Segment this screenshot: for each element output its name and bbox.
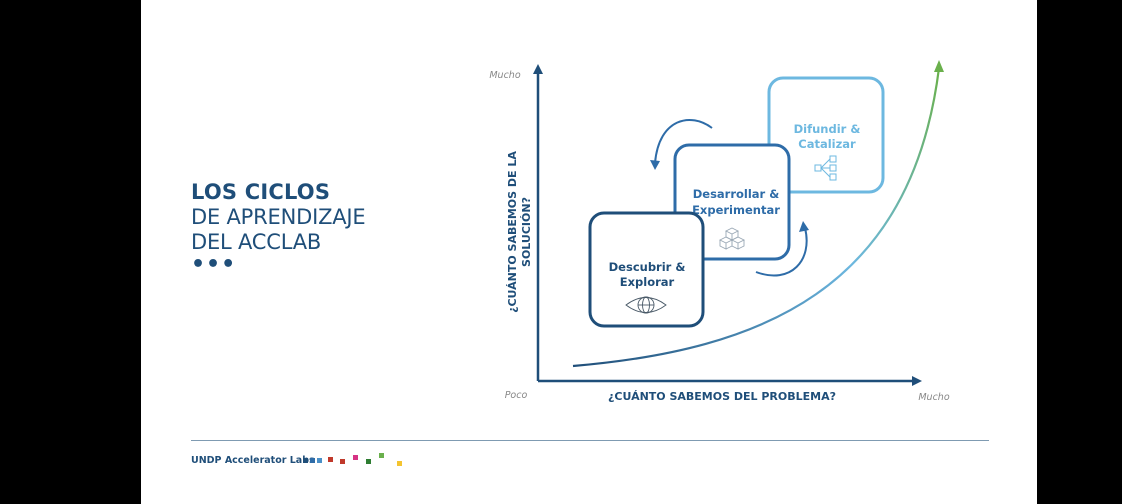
y-axis-title-line-2: SOLUCIÓN? bbox=[520, 197, 533, 267]
box-descubrir-explorar bbox=[588, 211, 705, 328]
eye-globe-icon bbox=[625, 296, 667, 314]
title-line-3: DEL ACCLAB bbox=[191, 230, 322, 254]
box-difundir-catalizar bbox=[767, 76, 885, 194]
origin-label: Poco bbox=[505, 390, 528, 401]
network-icon bbox=[814, 155, 837, 181]
footer-color-squares bbox=[303, 453, 402, 466]
box-descubrir-line-2: Explorar bbox=[620, 275, 675, 289]
x-axis-title: ¿CUÁNTO SABEMOS DEL PROBLEMA? bbox=[608, 390, 836, 403]
x-axis-arrowhead bbox=[912, 376, 922, 386]
y-axis-title-line-1: ¿CUÁNTO SABEMOS DE LA bbox=[506, 151, 519, 313]
box-desarrollar-line-1: Desarrollar & bbox=[693, 187, 780, 201]
slide: LOS CICLOS DE APRENDIZAJE DEL ACCLAB •••… bbox=[141, 0, 1037, 504]
cubes-icon bbox=[718, 227, 746, 250]
box-difundir-line-2: Catalizar bbox=[798, 137, 856, 151]
footer-brand: UNDP Accelerator Labs bbox=[191, 455, 315, 466]
y-axis-high-label: Mucho bbox=[489, 70, 520, 81]
y-axis-arrowhead bbox=[533, 64, 543, 74]
title-bold: LOS CICLOS bbox=[191, 180, 331, 204]
footer-label: UNDP Accelerator Labs bbox=[191, 455, 315, 466]
title-line-2: DE APRENDIZAJE bbox=[191, 205, 366, 229]
growth-curve bbox=[572, 67, 941, 368]
growth-curve-arrowhead bbox=[934, 60, 944, 72]
box-descubrir-line-1: Descubrir & bbox=[609, 260, 686, 274]
learning-cycles-diagram: Mucho Poco Mucho ¿CUÁNTO SABEMOS DEL PRO… bbox=[489, 60, 950, 403]
cycle-arrow-bottom bbox=[755, 227, 808, 277]
box-difundir-line-1: Difundir & bbox=[794, 122, 861, 136]
title-dots: ••• bbox=[191, 252, 237, 277]
cycle-arrow-top-head bbox=[650, 160, 660, 170]
footer-divider bbox=[191, 440, 989, 441]
title-block: LOS CICLOS DE APRENDIZAJE DEL ACCLAB ••• bbox=[191, 180, 366, 277]
cycle-arrow-top bbox=[654, 119, 713, 164]
x-axis-high-label: Mucho bbox=[918, 392, 949, 403]
cycle-arrow-bottom-head bbox=[799, 221, 809, 232]
box-desarrollar-line-2: Experimentar bbox=[692, 203, 780, 217]
